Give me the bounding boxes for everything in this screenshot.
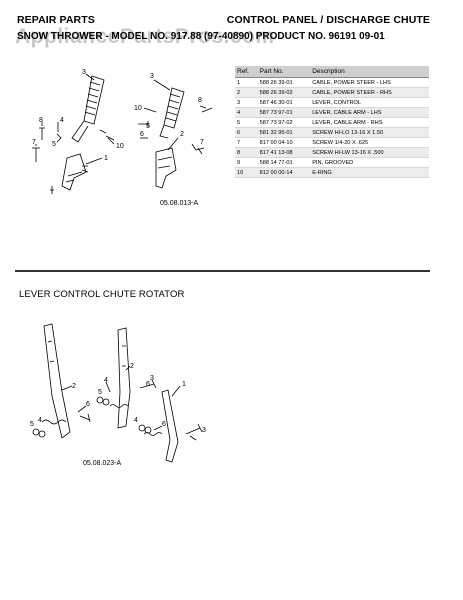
svg-text:8: 8 <box>198 97 202 104</box>
svg-text:2: 2 <box>130 363 134 370</box>
cell-desc: SCREW 1/4-20 X .625 <box>310 137 429 148</box>
cell-desc: LEVER, CONTROL <box>310 97 429 108</box>
parts-table-header: Ref. Part No. Description <box>235 66 429 78</box>
cell-ref: 2 <box>235 87 258 98</box>
svg-text:4: 4 <box>60 117 64 124</box>
cell-ref: 1 <box>235 77 258 88</box>
cell-part: 588 14 77-01 <box>257 157 311 168</box>
cell-ref: 5 <box>235 117 258 128</box>
svg-text:7: 7 <box>32 139 36 146</box>
svg-text:6: 6 <box>86 401 90 408</box>
svg-text:1: 1 <box>104 155 108 162</box>
control-panel-diagram: 3 4 8 5 1 7 10 3 10 8 6 5 2 7 <box>32 69 213 194</box>
cell-part: 587 73 97-01 <box>257 107 311 118</box>
model-line: SNOW THROWER - MODEL NO. 917.88 (97-4089… <box>17 31 385 42</box>
cell-ref: 4 <box>235 107 258 118</box>
chute-rotator-diagram: 2 2 1 6 6 4 3 5 4 5 4 6 3 <box>30 323 206 463</box>
cell-part: 817 00 04-10 <box>257 137 311 148</box>
svg-text:2: 2 <box>180 131 184 138</box>
svg-text:10: 10 <box>134 105 142 112</box>
svg-text:5: 5 <box>30 421 34 428</box>
col-description: Description <box>310 66 429 78</box>
cell-desc: LEVER, CABLE ARM - LHS <box>310 107 429 118</box>
svg-text:10: 10 <box>116 143 124 150</box>
cell-ref: 7 <box>235 137 258 148</box>
cell-part: 817 41 13-08 <box>257 147 311 158</box>
header-title-right: CONTROL PANEL / DISCHARGE CHUTE <box>226 14 430 26</box>
svg-text:4: 4 <box>104 377 108 384</box>
svg-text:6: 6 <box>140 131 144 138</box>
col-part-no: Part No. <box>257 66 311 78</box>
col-ref: Ref. <box>235 66 258 78</box>
header-title-left: REPAIR PARTS <box>17 14 95 26</box>
svg-text:2: 2 <box>72 383 76 390</box>
cell-part: 588 26 39-01 <box>257 77 311 88</box>
cell-part: 588 26 39-02 <box>257 87 311 98</box>
svg-text:4: 4 <box>38 417 42 424</box>
svg-text:3: 3 <box>150 73 154 80</box>
cell-part: 812 00 00-14 <box>257 167 311 178</box>
cell-desc: LEVER, CABLE ARM - RHS <box>310 117 429 128</box>
cell-ref: 3 <box>235 97 258 108</box>
svg-text:5: 5 <box>98 389 102 396</box>
svg-text:3: 3 <box>150 375 154 382</box>
figure1-code: 05.08.013-A <box>160 200 199 207</box>
svg-text:3: 3 <box>202 427 206 434</box>
cell-ref: 10 <box>235 167 258 178</box>
svg-text:7: 7 <box>200 139 204 146</box>
figure2-code: 05.08.023-A <box>83 460 122 467</box>
section-divider <box>15 270 430 272</box>
cell-desc: SCREW HI-LW 13-16 X .500 <box>310 147 429 158</box>
watermark: AppliancePartsPros.com <box>15 25 275 48</box>
cell-desc: CABLE, POWER STEER - RHS <box>310 87 429 98</box>
cell-part: 587 73 97-02 <box>257 117 311 128</box>
cell-desc: PIN, GROOVED <box>310 157 429 168</box>
cell-desc: E-RING <box>310 167 429 178</box>
svg-text:5: 5 <box>52 141 56 148</box>
cell-desc: SCREW HI-LO 13-16 X 1.50 <box>310 127 429 138</box>
svg-text:5: 5 <box>146 123 150 130</box>
cell-part: 581 32 95-01 <box>257 127 311 138</box>
cell-part: 587 46 30-01 <box>257 97 311 108</box>
svg-text:8: 8 <box>39 117 43 124</box>
cell-ref: 8 <box>235 147 258 158</box>
section-title: LEVER CONTROL CHUTE ROTATOR <box>19 289 185 300</box>
cell-ref: 6 <box>235 127 258 138</box>
cell-ref: 9 <box>235 157 258 168</box>
svg-text:1: 1 <box>182 381 186 388</box>
svg-text:6: 6 <box>162 421 166 428</box>
svg-text:4: 4 <box>134 417 138 424</box>
svg-text:6: 6 <box>146 381 150 388</box>
cell-desc: CABLE, POWER STEER - LHS <box>310 77 429 88</box>
svg-text:3: 3 <box>82 69 86 76</box>
